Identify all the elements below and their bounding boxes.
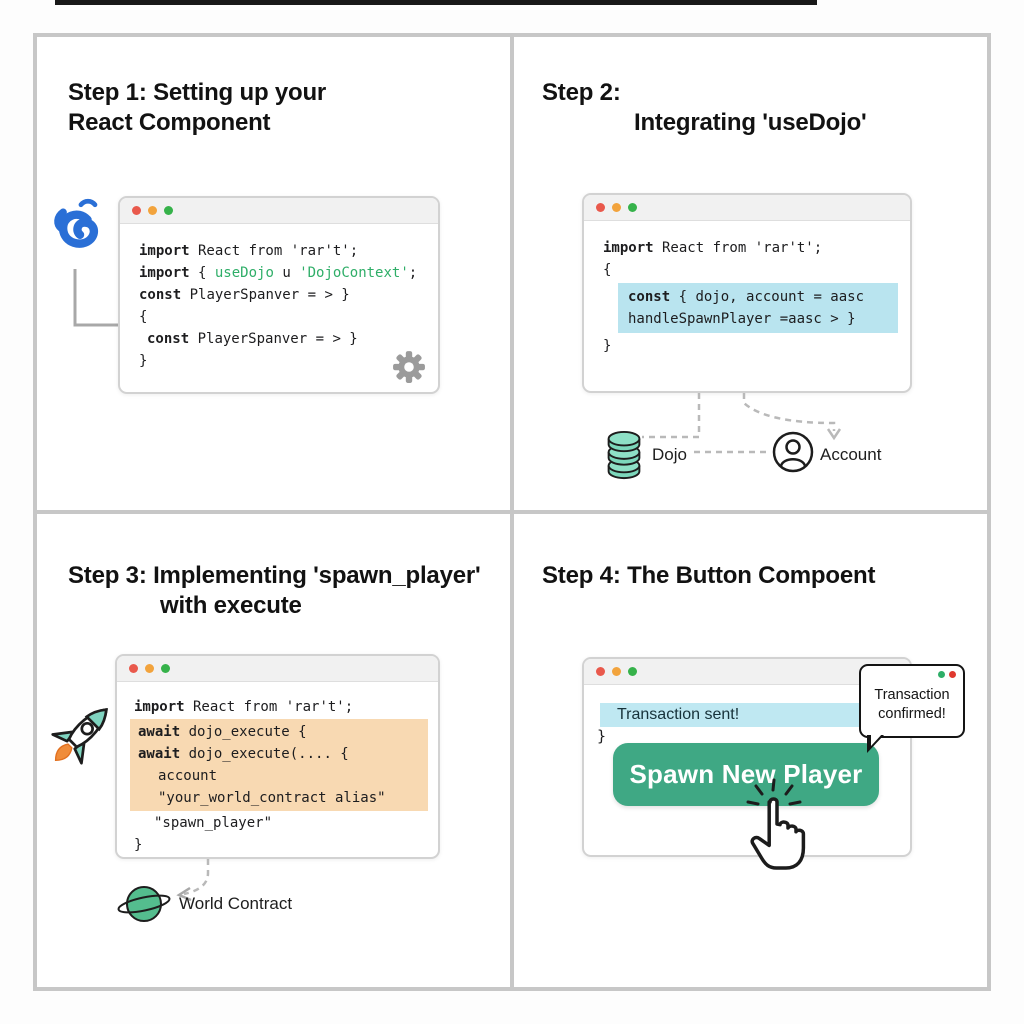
code-line: handleSpawnPlayer =aasc > } <box>628 311 856 327</box>
step3-title: Step 3: Implementing 'spawn_player' with… <box>68 562 481 619</box>
code-window-step2: import React from 'rar't'; { const { doj… <box>582 193 912 393</box>
code-line: } <box>603 338 612 354</box>
code-line: import React from 'rar't'; <box>603 240 823 256</box>
code-editor-step3: import React from 'rar't'; await dojo_ex… <box>117 682 438 856</box>
hand-cursor-icon <box>732 776 824 888</box>
window-titlebar <box>584 659 910 685</box>
window-titlebar <box>120 198 438 224</box>
code-line: { <box>139 309 148 325</box>
account-icon <box>771 430 815 474</box>
dashed-arrow <box>110 851 230 915</box>
panel-step-1: Step 1: Setting up your React Component <box>37 37 510 510</box>
traffic-light-green-icon <box>628 667 637 676</box>
code-line: await dojo_execute(.... { <box>138 746 349 762</box>
traffic-light-red-icon <box>596 203 605 212</box>
step1-title: Step 1: Setting up your React Component <box>68 79 327 136</box>
code-line: import React from 'rar't'; <box>139 243 359 259</box>
app-window-step4: Transaction sent! } Spawn New Player <box>582 657 912 857</box>
panel-step-3: Step 3: Implementing 'spawn_player' with… <box>37 514 510 987</box>
code-line: const { dojo, account = aasc <box>628 289 865 305</box>
dojo-database-icon <box>604 431 644 481</box>
dojo-label: Dojo <box>652 445 687 464</box>
code-window-step1: import React from 'rar't'; import { useD… <box>118 196 440 394</box>
grid-frame: Step 1: Setting up your React Component <box>33 33 991 991</box>
traffic-light-green-icon <box>161 664 170 673</box>
code-line: } <box>139 353 148 369</box>
code-line: const PlayerSpanver = > } <box>139 287 350 303</box>
code-line: } <box>134 837 143 853</box>
bubble-dot-green-icon <box>938 671 945 678</box>
code-editor-step1: import React from 'rar't'; import { useD… <box>120 224 438 372</box>
traffic-light-yellow-icon <box>612 667 621 676</box>
code-line: account <box>158 768 218 784</box>
traffic-light-yellow-icon <box>612 203 621 212</box>
highlight-block-blue: const { dojo, account = aasc handleSpawn… <box>618 283 898 333</box>
horizontal-divider <box>37 510 987 514</box>
transaction-sent-text: Transaction sent! <box>617 706 740 723</box>
step4-title: Step 4: The Button Compoent <box>542 562 876 589</box>
world-contract-planet-icon <box>117 879 175 929</box>
code-line: await dojo_execute { <box>138 724 307 740</box>
traffic-light-green-icon <box>628 203 637 212</box>
transaction-confirmed-bubble: Transaction confirmed! <box>859 664 965 753</box>
traffic-light-red-icon <box>129 664 138 673</box>
top-crop-bar <box>55 0 817 5</box>
traffic-light-red-icon <box>132 206 141 215</box>
code-line: "your_world_contract alias" <box>158 790 386 806</box>
rocket-icon <box>45 690 131 774</box>
panel-step-2: Step 2: Integrating 'useDojo' import Rea… <box>514 37 987 510</box>
code-window-step3: import React from 'rar't'; await dojo_ex… <box>115 654 440 859</box>
code-brace: } <box>597 727 607 745</box>
account-label: Account <box>820 445 882 464</box>
traffic-light-red-icon <box>596 667 605 676</box>
react-swirl-icon <box>50 195 110 267</box>
code-line: const PlayerSpanver = > } <box>147 331 358 347</box>
highlight-block-orange: await dojo_execute { await dojo_execute(… <box>130 719 428 811</box>
step2-title: Step 2: Integrating 'useDojo' <box>542 79 867 136</box>
dashed-connectors <box>576 393 976 505</box>
bubble-traffic-dots <box>938 671 956 678</box>
spawn-new-player-button[interactable]: Spawn New Player <box>613 743 879 806</box>
traffic-light-yellow-icon <box>145 664 154 673</box>
code-line: { <box>603 262 612 278</box>
transaction-sent-banner: Transaction sent! <box>600 703 862 727</box>
code-line: import { useDojo u 'DojoContext'; <box>139 265 418 281</box>
code-line: import React from 'rar't'; <box>134 699 354 715</box>
gear-icon[interactable] <box>392 350 426 384</box>
traffic-light-yellow-icon <box>148 206 157 215</box>
transaction-confirmed-text: Transaction confirmed! <box>874 687 950 722</box>
code-line: "spawn_player" <box>154 815 273 831</box>
bubble-dot-red-icon <box>949 671 956 678</box>
panel-step-4: Step 4: The Button Compoent Transaction … <box>514 514 987 987</box>
window-titlebar <box>117 656 438 682</box>
code-editor-step2: import React from 'rar't'; { const { doj… <box>584 221 910 357</box>
world-contract-label: World Contract <box>179 894 293 913</box>
traffic-light-green-icon <box>164 206 173 215</box>
window-titlebar <box>584 195 910 221</box>
